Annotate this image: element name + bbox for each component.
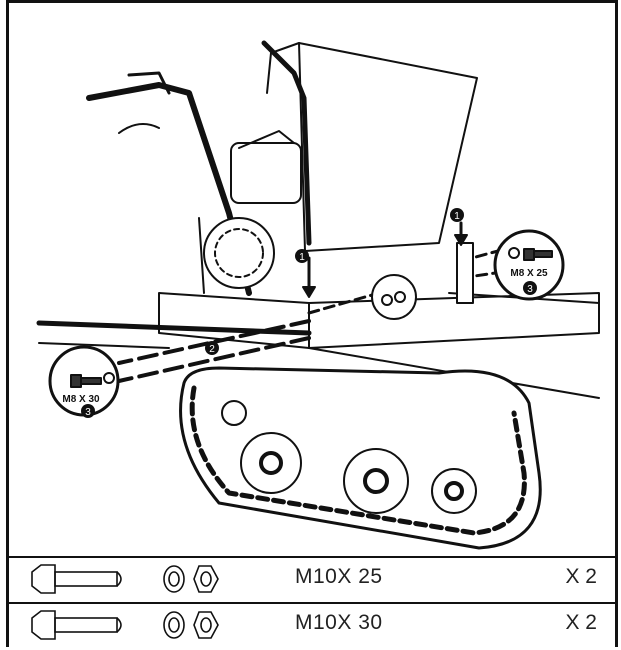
bolt-icon [31,610,122,640]
svg-text:1: 1 [454,211,460,222]
part-spec: M10X 30 [295,611,383,634]
part-quantity: X 2 [565,611,597,634]
part-spec: M10X 25 [295,565,383,588]
nut-icon [193,611,219,639]
washer-icon [163,565,185,593]
parts-table: M10X 25 X 2 M10X 30 X 2 [9,556,615,650]
svg-text:3: 3 [527,284,533,295]
engine [198,130,302,294]
step-badges: 1 1 2 3 3 [81,208,537,418]
bolt-icon [31,564,122,594]
svg-text:3: 3 [85,407,91,418]
washer-icon [163,611,185,639]
hopper-body [298,42,478,252]
nut-icon [193,565,219,593]
part-quantity: X 2 [565,565,597,588]
figure-frame [6,0,618,647]
parts-row: M10X 30 X 2 [9,602,615,646]
track-assembly [179,366,542,550]
svg-text:2: 2 [209,344,215,355]
bolt-label-right: M8 X 25 [510,268,548,279]
bolt-label-left: M8 X 30 [62,394,100,405]
assembly-illustration: 1 1 2 3 3 M8 X 30 M8 X 25 [36,40,600,550]
svg-text:1: 1 [299,252,305,263]
parts-row: M10X 25 X 2 [9,556,615,600]
